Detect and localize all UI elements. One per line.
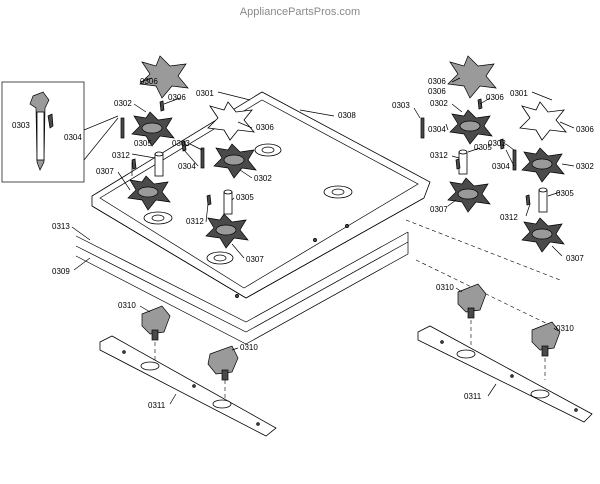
label-0303: 0303	[172, 139, 190, 148]
label-0304: 0304	[64, 133, 82, 142]
venturi-0305	[154, 153, 164, 177]
label-0304: 0304	[178, 162, 196, 171]
label-0302: 0302	[430, 99, 448, 108]
label-0306: 0306	[168, 93, 186, 102]
label-0311: 0311	[464, 392, 482, 401]
label-0312: 0312	[186, 217, 204, 226]
label-0301: 0301	[510, 89, 528, 98]
gasket-0309	[75, 253, 409, 345]
label-0307: 0307	[96, 167, 114, 176]
leader-lines	[71, 77, 575, 405]
label-0305: 0305	[474, 143, 492, 152]
left-burner-grates	[120, 55, 257, 249]
left-burner-pan	[91, 91, 431, 299]
gas-valve-0310-b	[207, 345, 239, 375]
manifold-0311	[99, 335, 277, 437]
label-0312: 0312	[500, 213, 518, 222]
label-0307: 0307	[566, 254, 584, 263]
label-0304: 0304	[428, 125, 446, 134]
inset-igniter-detail	[1, 81, 119, 183]
label-0306: 0306	[576, 125, 594, 134]
label-0305: 0305	[134, 139, 152, 148]
label-0302: 0302	[114, 99, 132, 108]
label-0303: 0303	[12, 121, 30, 130]
label-0302: 0302	[254, 174, 272, 183]
label-0310: 0310	[240, 343, 258, 352]
right-burner-grates	[420, 55, 567, 253]
part-labels: 0306 0301 0306 0302 0306 0308 0303 0304 …	[12, 77, 594, 410]
label-0309: 0309	[52, 267, 70, 276]
label-0304: 0304	[492, 162, 510, 171]
manifold-0311-right	[417, 325, 593, 423]
label-0311: 0311	[148, 401, 166, 410]
label-0306: 0306	[428, 77, 446, 86]
gas-valve-0310-right	[457, 283, 487, 313]
label-0303: 0303	[392, 101, 410, 110]
label-0303: 0303	[488, 139, 506, 148]
label-0310: 0310	[556, 324, 574, 333]
label-0307: 0307	[246, 255, 264, 264]
label-0308: 0308	[338, 111, 356, 120]
label-0301: 0301	[196, 89, 214, 98]
label-0307: 0307	[430, 205, 448, 214]
gasket-frame-0313	[75, 231, 409, 323]
label-0310: 0310	[118, 301, 136, 310]
label-0313: 0313	[52, 222, 70, 231]
label-0305: 0305	[556, 189, 574, 198]
gas-valve-0310	[141, 305, 171, 335]
label-0306: 0306	[486, 93, 504, 102]
burner-cap-0301	[207, 101, 255, 141]
label-0305: 0305	[236, 193, 254, 202]
right-valves	[417, 283, 593, 423]
label-0302: 0302	[576, 162, 594, 171]
label-0306: 0306	[140, 77, 158, 86]
burner-cap-0306-right	[447, 55, 497, 99]
left-valves	[99, 305, 277, 437]
label-0310: 0310	[436, 283, 454, 292]
label-0306: 0306	[256, 123, 274, 132]
label-0312: 0312	[430, 151, 448, 160]
watermark: AppliancePartsPros.com	[239, 6, 361, 18]
burner-cap-0306	[139, 55, 189, 99]
label-0306: 0306	[428, 87, 446, 96]
burner-cap-0301-right	[519, 101, 567, 141]
inset-screw	[47, 113, 54, 129]
igniter-0303	[120, 117, 125, 139]
gas-valve-0310-right-b	[531, 321, 561, 351]
label-0312: 0312	[112, 151, 130, 160]
